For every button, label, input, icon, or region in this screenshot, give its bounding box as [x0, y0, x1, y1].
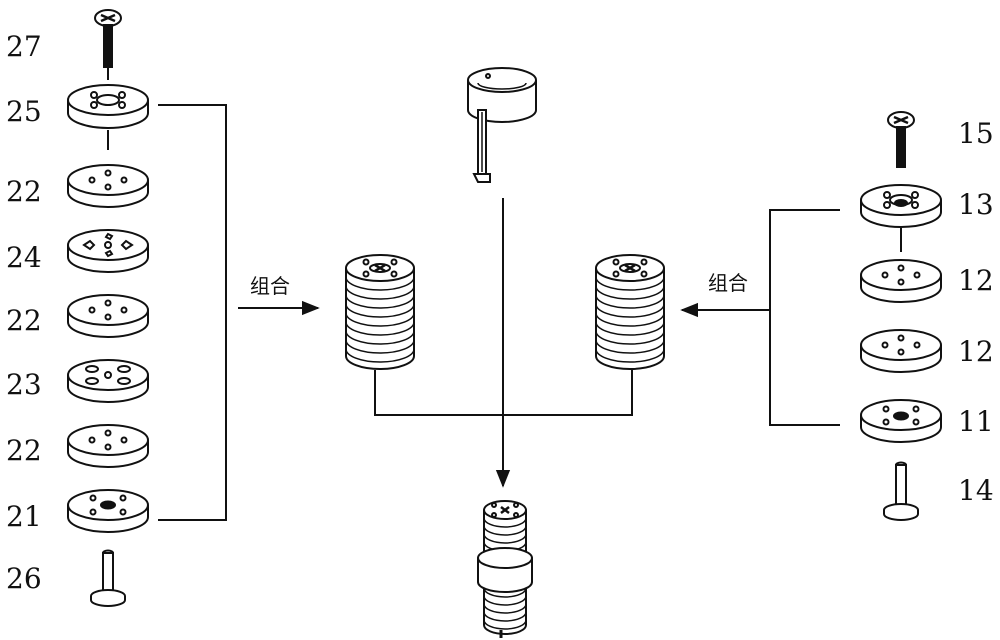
plate-21 — [67, 489, 149, 533]
plate-22-middle — [67, 294, 149, 338]
plate-13 — [860, 184, 942, 228]
bottom-connector — [374, 370, 633, 416]
left-stack-assembly — [345, 254, 415, 370]
post-26 — [90, 549, 126, 607]
label-27: 27 — [6, 30, 42, 63]
final-assembly — [477, 500, 533, 638]
plate-24 — [67, 229, 149, 273]
plate-22-bottom — [67, 424, 149, 468]
label-23: 23 — [6, 368, 42, 401]
label-21: 21 — [6, 500, 42, 533]
label-14: 14 — [958, 474, 994, 507]
label-25: 25 — [6, 95, 42, 128]
screw-27 — [94, 9, 122, 68]
label-24: 24 — [6, 241, 42, 274]
sleeve-with-lead — [467, 67, 537, 183]
left-bracket — [158, 104, 227, 521]
label-26: 26 — [6, 562, 42, 595]
plate-23 — [67, 359, 149, 403]
plate-22-top — [67, 164, 149, 208]
label-12-bottom: 12 — [958, 335, 994, 368]
left-combine-label: 组合 — [250, 274, 290, 298]
right-bracket — [769, 209, 840, 426]
label-15: 15 — [958, 117, 994, 150]
post-14 — [883, 461, 919, 521]
label-12-top: 12 — [958, 264, 994, 297]
plate-12-bottom — [860, 329, 942, 373]
label-13: 13 — [958, 188, 994, 221]
plate-25 — [67, 84, 149, 129]
label-22-middle: 22 — [6, 304, 42, 337]
screw-15 — [887, 111, 915, 168]
right-combine-label: 组合 — [708, 271, 748, 295]
label-22-top: 22 — [6, 175, 42, 208]
label-22-bottom: 22 — [6, 434, 42, 467]
plate-12-top — [860, 259, 942, 303]
right-stack-assembly — [595, 254, 665, 370]
plate-11 — [860, 399, 942, 443]
label-11: 11 — [958, 405, 994, 438]
